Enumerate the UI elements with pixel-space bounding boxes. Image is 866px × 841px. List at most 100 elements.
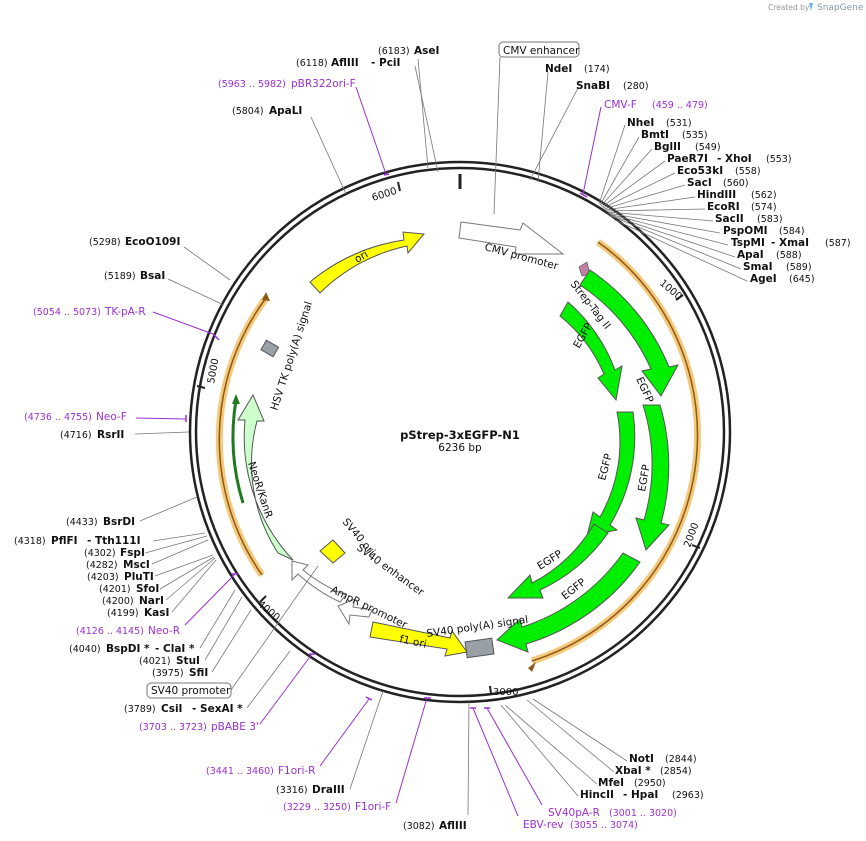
credit-brand: SnapGene [817, 3, 864, 13]
site-pflfi: PflFI [51, 535, 78, 547]
site-snabi-pos: (280) [623, 81, 649, 92]
site-mfei: MfeI [598, 777, 624, 789]
site-apai: ApaI [737, 249, 764, 261]
primer-f1orir-range: (3441 .. 3460) [206, 766, 274, 777]
site-xhoi-pos: (553) [766, 154, 792, 165]
egfp-arrow-6 [506, 523, 609, 599]
site-ecoo109i-pos: (5298) [89, 237, 121, 248]
site-sexai: - SexAI * [192, 703, 243, 715]
site-sfoi: SfoI [136, 583, 159, 595]
site-rsrii: RsrII [97, 429, 124, 441]
site-noti-pos: (2844) [665, 754, 697, 765]
tick-5000 [196, 385, 206, 389]
site-ndei-pos: (174) [584, 64, 610, 75]
egfp-arrow-2 [635, 404, 670, 551]
cmv-promoter-arrow [458, 221, 565, 255]
sites-left: (6183) AseI (6118) AflIII - PciI (5804) … [14, 45, 467, 832]
site-draiii-pos: (3316) [276, 785, 308, 796]
site-afliii-2: AflIII [439, 820, 467, 832]
tick-1000 [675, 294, 684, 301]
site-bsai-pos: (5189) [104, 271, 136, 282]
plasmid-size: 6236 bp [438, 442, 482, 454]
site-sfii-pos: (3975) [152, 668, 184, 679]
hsv-tk-polya-label: HSV TK poly(A) signal [268, 300, 315, 412]
site-bmti-pos: (535) [682, 130, 708, 141]
primer-pbr322-range: (5963 .. 5982) [218, 79, 286, 90]
orange-bar-neo [215, 295, 269, 578]
orange-bar-egfp-right-line [531, 241, 699, 662]
primer-f1orir-name: F1ori-R [278, 765, 315, 777]
primer-cmvf-range: (459 .. 479) [652, 100, 708, 111]
orange-bar-arrow [528, 662, 536, 672]
site-bglii: BglII [654, 141, 681, 153]
site-snabi: SnaBI [576, 80, 610, 92]
cmv-enhancer-box [498, 41, 580, 58]
egfp-arrow-5 [586, 411, 636, 537]
site-bglii-pos: (549) [695, 142, 721, 153]
sv40-promoter-box [146, 682, 232, 699]
site-asei-pos: (6183) [378, 46, 410, 57]
neor-kanr-arrow [237, 393, 294, 561]
site-msci-pos: (4282) [86, 560, 118, 571]
primer-mark-f1orir [365, 696, 373, 701]
primer-sv40par-name: SV40pA-R [548, 807, 600, 819]
site-bsrdi: BsrDI [103, 516, 135, 528]
site-kasi: KasI [144, 607, 169, 619]
primer-pbabe-range: (3703 .. 3723) [139, 722, 207, 733]
site-saci: SacI [687, 177, 712, 189]
site-stui-pos: (4021) [139, 656, 171, 667]
leader-lines [134, 58, 748, 816]
primer-tkpa-range: (5054 .. 5073) [33, 307, 101, 318]
orange-bar-neo-arrow [262, 292, 270, 301]
site-eco53ki-pos: (558) [735, 166, 761, 177]
site-tspmi: TspMI [731, 237, 765, 249]
tick-label-5000: 5000 [206, 358, 221, 385]
primer-ebvrev-range: (3055 .. 3074) [570, 820, 638, 831]
site-hincii: HincII [580, 789, 614, 801]
site-hpai: - HpaI [623, 789, 658, 801]
hsv-tk-polya-box [260, 339, 280, 358]
site-clai: - ClaI * [155, 643, 195, 655]
site-bspdi-pos: (4040) [69, 644, 101, 655]
primer-ebvrev-name: EBV-rev [523, 819, 564, 831]
tick-2000 [691, 544, 701, 549]
site-sfii: SfiI [189, 667, 208, 679]
sv40-promoter-label: SV40 promoter [151, 685, 231, 697]
site-hpai-pos: (2963) [672, 790, 704, 801]
site-tth111i: - Tth111I [87, 535, 141, 547]
site-hindiii-pos: (562) [751, 190, 777, 201]
site-ecoo109i: EcoO109I [125, 236, 180, 248]
tick-marks [196, 181, 701, 695]
site-afliii-2-pos: (3082) [403, 821, 435, 832]
tick-4000 [259, 595, 267, 603]
primer-tkpa-name: TK-pA-R [104, 306, 146, 318]
primer-cmvf-name: CMV-F [604, 99, 637, 111]
site-msci: MscI [123, 559, 150, 571]
site-apali: ApaLI [269, 105, 302, 117]
site-sacii: SacII [715, 213, 744, 225]
f1-ori-arrow [369, 621, 468, 657]
site-csii-pos: (3789) [124, 704, 156, 715]
feature-arrows [237, 221, 679, 659]
site-ecori: EcoRI [707, 201, 740, 213]
primer-pbabe-name: pBABE 3' [211, 721, 259, 733]
site-saci-pos: (560) [723, 178, 749, 189]
site-xbai: XbaI * [615, 765, 651, 777]
sv40-polya-box [464, 637, 495, 659]
site-fspi-pos: (4302) [84, 548, 116, 559]
egfp-arrow-3 [496, 552, 641, 653]
sv40-enhancer-label: SV40 enhancer [354, 542, 426, 599]
primer-pbr322-name: pBR322ori-F [291, 78, 356, 90]
site-eco53ki: Eco53kI [677, 165, 723, 177]
site-apali-pos: (5804) [232, 106, 264, 117]
site-afliii: AflIII [331, 57, 359, 69]
egfp-label-4: EGFP [636, 464, 653, 493]
site-paer7i: PaeR7I [667, 153, 708, 165]
site-bmti: BmtI [641, 129, 669, 141]
f1-ori-label: f1 ori [398, 633, 427, 650]
site-sacii-pos: (583) [757, 214, 783, 225]
site-draiii: DraIII [312, 784, 345, 796]
green-bar-neo [231, 399, 245, 504]
site-smai: SmaI [743, 261, 773, 273]
